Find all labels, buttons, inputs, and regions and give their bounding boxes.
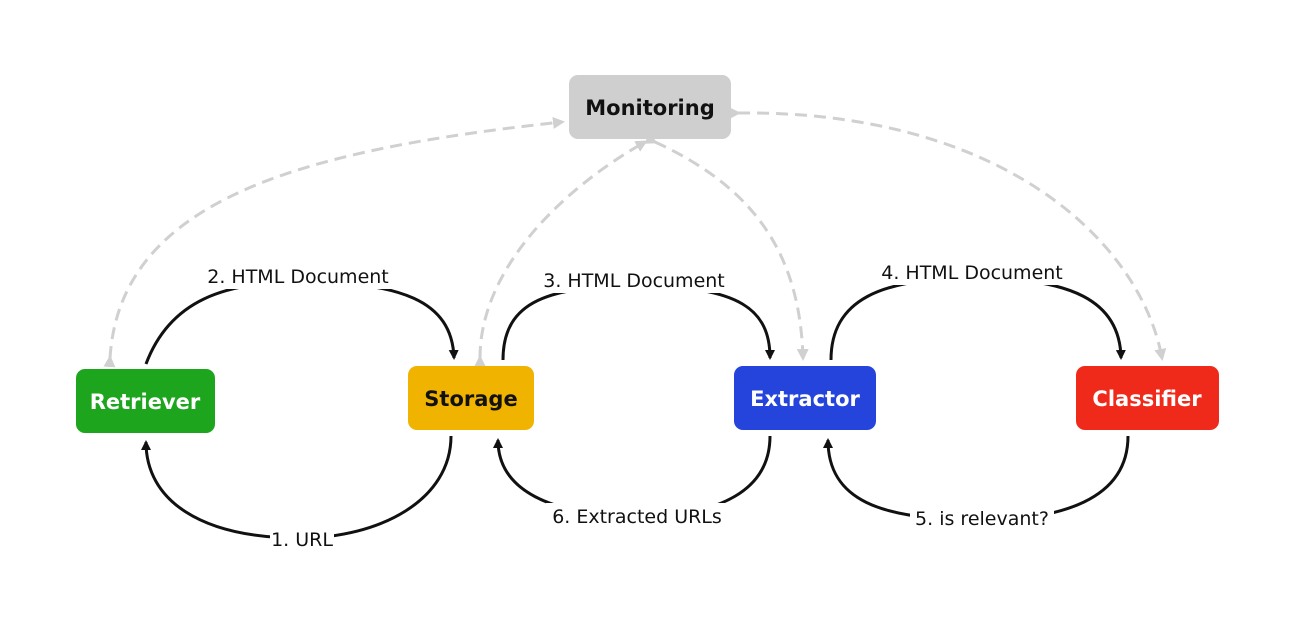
node-retriever-box — [76, 369, 215, 433]
node-monitoring-box — [569, 75, 731, 139]
edge-label-1: 1. URL — [271, 529, 333, 551]
node-monitoring: Monitoring — [569, 75, 731, 139]
node-storage-box — [408, 366, 534, 430]
monitor-link-classifier — [728, 107, 1167, 361]
node-storage: Storage — [408, 366, 534, 430]
node-classifier-box — [1076, 366, 1219, 430]
edge-label-4: 4. HTML Document — [881, 262, 1063, 284]
node-classifier: Classifier — [1076, 366, 1219, 430]
flow-arrow-3 — [501, 284, 775, 361]
edge-label-3: 3. HTML Document — [543, 270, 725, 292]
flow-arrows — [141, 276, 1130, 540]
flow-arrow-2 — [144, 280, 459, 365]
edge-label-6: 6. Extracted URLs — [552, 506, 722, 528]
node-storage-label: Storage — [424, 387, 517, 411]
node-classifier-label: Classifier — [1092, 387, 1202, 411]
monitor-link-extractor — [644, 132, 809, 361]
node-monitoring-label: Monitoring — [585, 96, 714, 120]
node-extractor-label: Extractor — [750, 387, 860, 411]
node-extractor: Extractor — [734, 366, 876, 430]
monitor-link-retriever — [103, 116, 565, 368]
flow-arrow-4 — [829, 276, 1126, 361]
node-retriever-label: Retriever — [90, 390, 201, 414]
node-retriever: Retriever — [76, 369, 215, 433]
edge-label-5: 5. is relevant? — [915, 508, 1049, 530]
edge-label-2: 2. HTML Document — [207, 266, 389, 288]
monitoring-links — [103, 107, 1167, 368]
edge-labels: 1. URL 2. HTML Document 3. HTML Document… — [200, 259, 1070, 551]
flow-arrow-1 — [141, 435, 453, 540]
node-extractor-box — [734, 366, 876, 430]
monitor-link-storage — [473, 140, 648, 368]
